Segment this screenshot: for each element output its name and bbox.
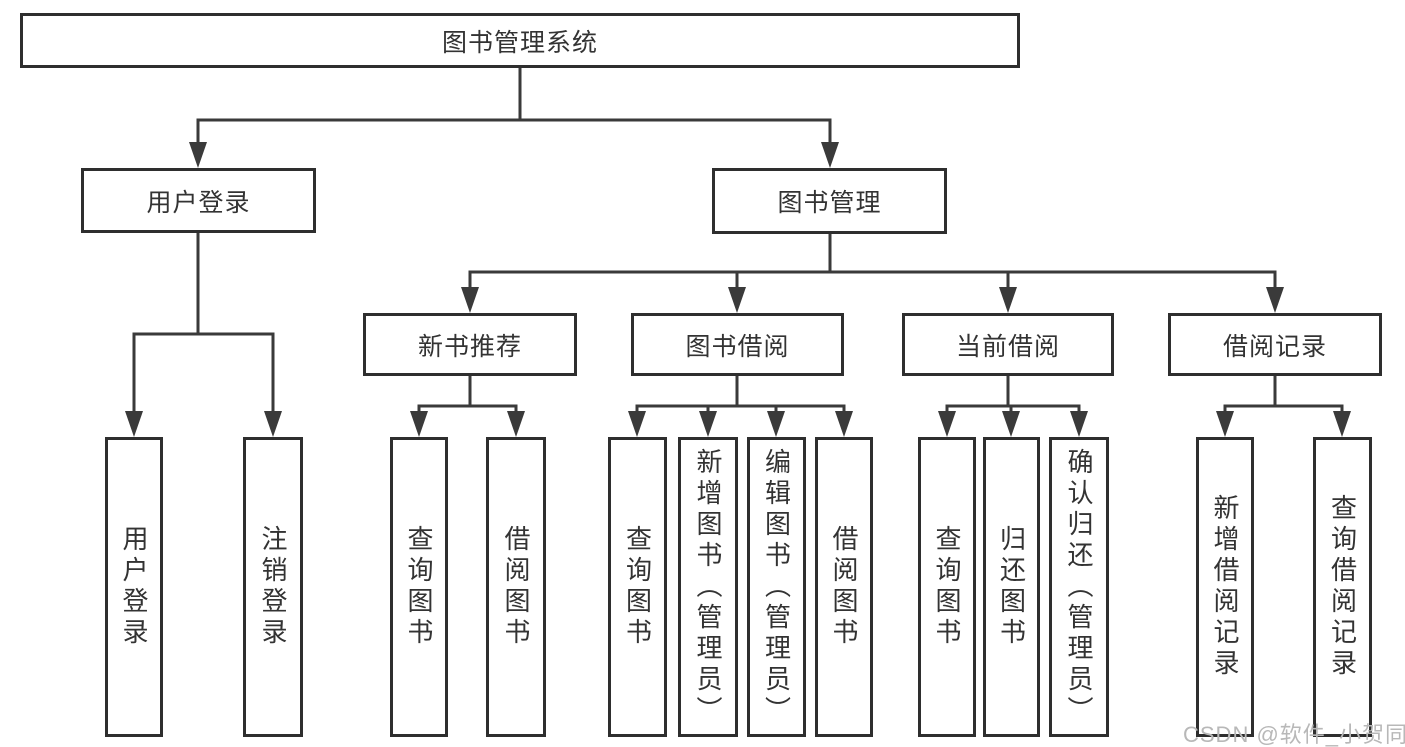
node-label: 注销登录 <box>258 525 288 649</box>
node-label: 归还图书 <box>996 525 1027 649</box>
watermark: CSDN @软件_小贺同学 <box>1183 722 1405 747</box>
node-label: 用户登录 <box>119 525 149 649</box>
node-borrowing-records: 借阅记录 <box>1168 313 1382 376</box>
arrowhead <box>507 411 525 437</box>
arrowhead <box>264 411 282 437</box>
node-user-login: 用户登录 <box>81 168 316 233</box>
leaf-query-books-borrowing: 查询图书 <box>608 437 667 737</box>
node-label: 新增借阅记录 <box>1210 494 1240 680</box>
leaf-logout: 注销登录 <box>243 437 303 737</box>
arrowhead <box>1266 287 1284 313</box>
arrowhead <box>628 411 646 437</box>
node-current-borrowing: 当前借阅 <box>902 313 1114 376</box>
node-new-book-recommend: 新书推荐 <box>363 313 577 376</box>
arrowhead <box>410 411 428 437</box>
arrowhead <box>1333 411 1351 437</box>
node-label: 查询图书 <box>404 525 434 649</box>
node-label: 图书管理 <box>777 189 882 217</box>
leaf-query-books-recommend: 查询图书 <box>390 437 448 737</box>
arrowhead <box>125 411 143 437</box>
node-label: 新增图书（管理员） <box>693 447 723 727</box>
leaf-add-borrow-record: 新增借阅记录 <box>1196 437 1254 737</box>
arrowhead <box>835 411 853 437</box>
arrowhead <box>767 411 785 437</box>
leaf-user-login: 用户登录 <box>105 437 163 737</box>
node-book-management: 图书管理 <box>712 168 947 234</box>
node-label: 查询借阅记录 <box>1327 494 1358 680</box>
leaf-add-book-admin: 新增图书（管理员） <box>678 437 738 737</box>
arrowhead <box>938 411 956 437</box>
node-label: 图书管理系统 <box>441 28 598 57</box>
leaf-confirm-return-admin: 确认归还（管理员） <box>1049 437 1109 737</box>
leaf-query-borrow-record: 查询借阅记录 <box>1313 437 1372 737</box>
node-label: 借阅记录 <box>1222 332 1327 361</box>
node-label: 当前借阅 <box>955 332 1060 361</box>
arrowhead <box>728 287 746 313</box>
arrowhead <box>461 287 479 313</box>
node-label: 确认归还（管理员） <box>1064 447 1094 727</box>
arrowhead <box>699 411 717 437</box>
arrowhead <box>1216 411 1234 437</box>
node-label: 查询图书 <box>622 525 653 649</box>
arrowhead <box>1002 411 1020 437</box>
leaf-return-books: 归还图书 <box>983 437 1040 737</box>
leaf-query-books-current: 查询图书 <box>918 437 976 737</box>
node-label: 借阅图书 <box>501 525 531 649</box>
node-label: 图书借阅 <box>685 332 790 361</box>
node-label: 查询图书 <box>932 525 962 649</box>
leaf-borrow-books: 借阅图书 <box>815 437 873 737</box>
leaf-borrow-books-recommend: 借阅图书 <box>486 437 546 737</box>
leaf-edit-book-admin: 编辑图书（管理员） <box>747 437 806 737</box>
node-label: 新书推荐 <box>417 332 522 361</box>
node-label: 借阅图书 <box>829 525 859 649</box>
arrowhead <box>821 142 839 168</box>
connector-line <box>132 66 1344 415</box>
arrowhead <box>1070 411 1088 437</box>
arrowhead <box>189 142 207 168</box>
node-label: 用户登录 <box>146 188 251 217</box>
node-label: 编辑图书（管理员） <box>761 447 792 727</box>
arrowhead <box>999 287 1017 313</box>
node-library-management-system: 图书管理系统 <box>20 13 1020 68</box>
node-book-borrowing: 图书借阅 <box>631 313 844 376</box>
